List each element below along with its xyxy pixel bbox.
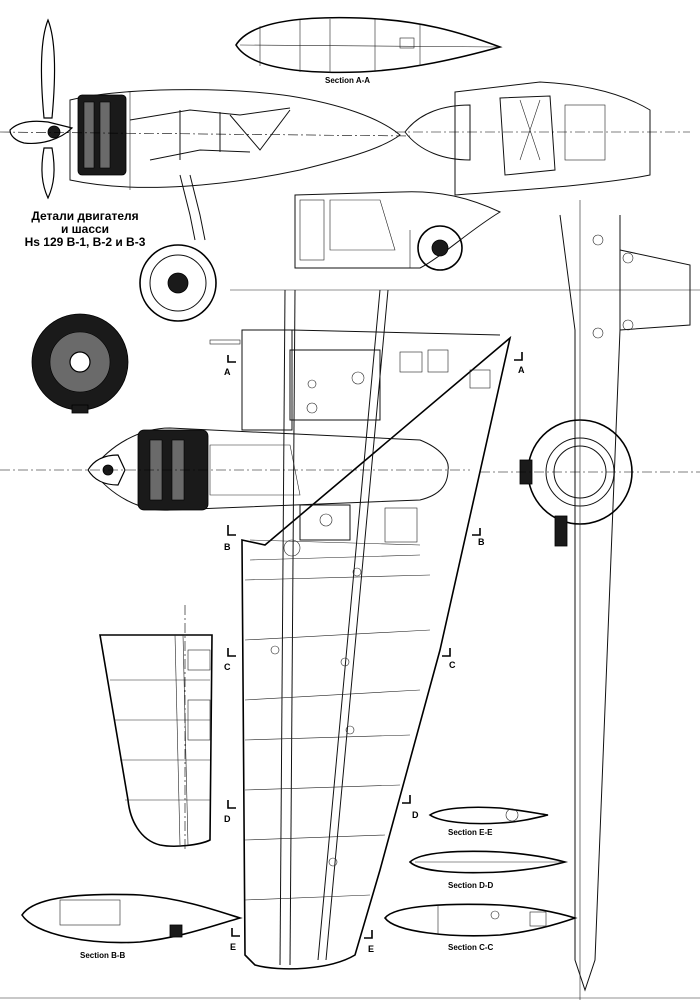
marker-a-left: A (224, 367, 231, 377)
section-b-b-label: Section B-B (80, 951, 126, 960)
section-d-d-label: Section D-D (448, 881, 494, 890)
front-view (230, 200, 700, 1000)
marker-b-left: B (224, 542, 231, 552)
section-c-c-label: Section C-C (448, 943, 494, 952)
section-d-d-drawing (408, 850, 569, 874)
section-b-b-drawing (21, 893, 243, 944)
marker-d-left: D (224, 814, 231, 824)
drawing-title: Детали двигателя и шасси Hs 129 B-1, B-2… (0, 210, 170, 249)
engine-side-view-right (395, 81, 690, 196)
title-line-1: Детали двигателя (31, 209, 139, 223)
radial-engine-front (31, 313, 129, 414)
engine-side-view (0, 18, 411, 322)
section-e-e-drawing (428, 806, 549, 825)
title-line-3: Hs 129 B-1, B-2 и B-3 (24, 235, 146, 249)
section-a-a-label: Section A-A (325, 76, 370, 85)
marker-b-right: B (478, 537, 485, 547)
title-line-2: и шасси (60, 222, 110, 236)
section-e-e-label: Section E-E (448, 828, 493, 837)
section-c-c-drawing (384, 903, 578, 937)
marker-c-left: C (224, 662, 231, 672)
section-markers (227, 352, 523, 939)
flap-plan-view (99, 605, 213, 850)
wing-plan-view (0, 289, 512, 970)
marker-e-right: E (368, 944, 374, 954)
marker-a-right: A (518, 365, 525, 375)
section-a-a-drawing (235, 16, 503, 74)
marker-d-right: D (412, 810, 419, 820)
marker-e-left: E (230, 942, 236, 952)
main-gear-detail (294, 191, 502, 271)
marker-c-right: C (449, 660, 456, 670)
